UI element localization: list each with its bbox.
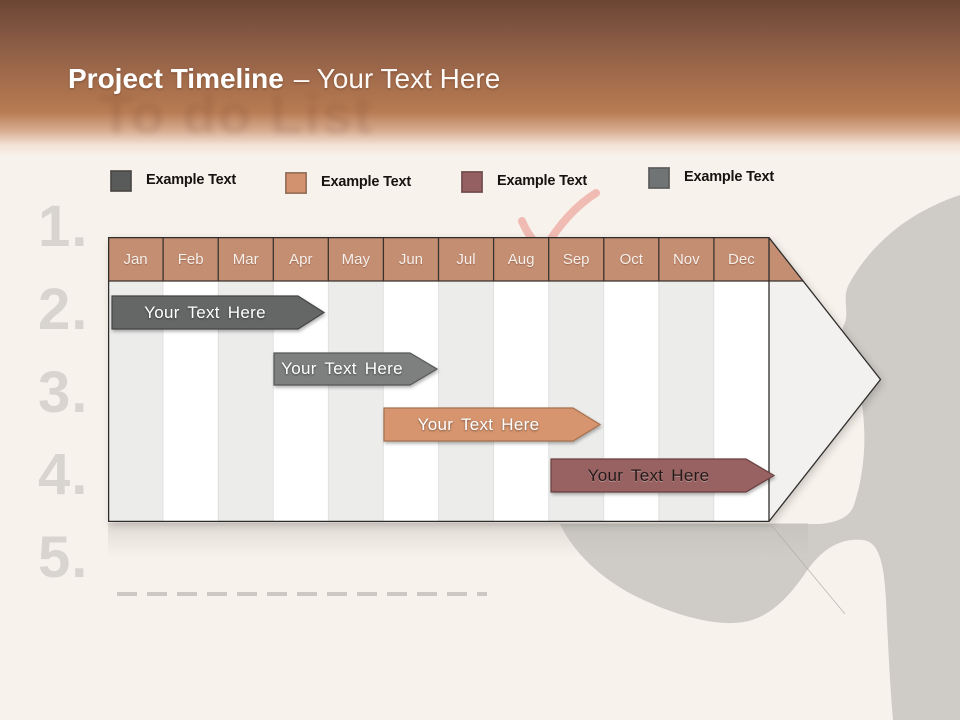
legend-swatch <box>285 172 307 194</box>
gantt-bar-3 <box>383 407 602 442</box>
legend-label: Example Text <box>321 174 412 190</box>
header-gradient-band <box>0 0 960 156</box>
legend-swatch <box>461 171 483 193</box>
gantt-bar-label: Your Text Here <box>144 302 266 322</box>
gantt-bar-1 <box>111 295 326 330</box>
background-list-number: 1. <box>38 194 89 259</box>
month-cell: Oct <box>619 250 643 268</box>
month-cell: May <box>341 250 371 268</box>
timeline-arrow-chart <box>108 237 882 523</box>
gantt-bar-label: Your Text Here <box>281 359 403 378</box>
legend-swatch <box>648 167 670 189</box>
slide-title-subtitle: – Your Text Here <box>293 63 501 94</box>
background-list-number: 4. <box>38 442 89 507</box>
ghost-background-text: To do List <box>100 85 374 145</box>
gantt-bar-2 <box>273 352 439 386</box>
legend-item: Example Text <box>285 172 411 194</box>
gantt-bar-label: Your Text Here <box>587 465 710 485</box>
legend-label: Example Text <box>684 169 775 185</box>
month-header-band <box>108 237 868 281</box>
month-cell: Nov <box>672 250 700 268</box>
legend-item: Example Text <box>110 170 236 192</box>
month-cell: Jan <box>123 250 148 268</box>
legend-label: Example Text <box>497 173 588 189</box>
month-cell: Dec <box>728 250 755 268</box>
legend-item: Example Text <box>648 167 774 189</box>
month-cell: Feb <box>177 250 204 268</box>
background-dashed-line <box>117 592 487 596</box>
month-cell: Jul <box>456 250 476 268</box>
month-cell: Sep <box>562 250 590 268</box>
slide-title-bold: Project Timeline <box>68 63 284 94</box>
legend-label: Example Text <box>146 172 237 188</box>
legend-item: Example Text <box>461 171 587 193</box>
legend-swatch <box>110 170 132 192</box>
month-cell: Jun <box>398 250 424 268</box>
gantt-bar-4 <box>550 458 776 493</box>
background-list-number: 3. <box>38 360 89 425</box>
month-header-row: Jan Feb Mar Apr May Jun Jul Aug Sep Oct … <box>108 238 769 280</box>
month-cell: Aug <box>507 250 535 268</box>
background-list-number: 2. <box>38 277 89 342</box>
month-cell: Apr <box>289 250 313 268</box>
slide-title: Project Timeline – Your Text Here <box>68 62 500 96</box>
table-reflection <box>108 523 808 557</box>
gantt-bar-label: Your Text Here <box>417 414 540 434</box>
background-list-number: 5. <box>38 525 89 590</box>
month-cell: Mar <box>232 250 259 268</box>
